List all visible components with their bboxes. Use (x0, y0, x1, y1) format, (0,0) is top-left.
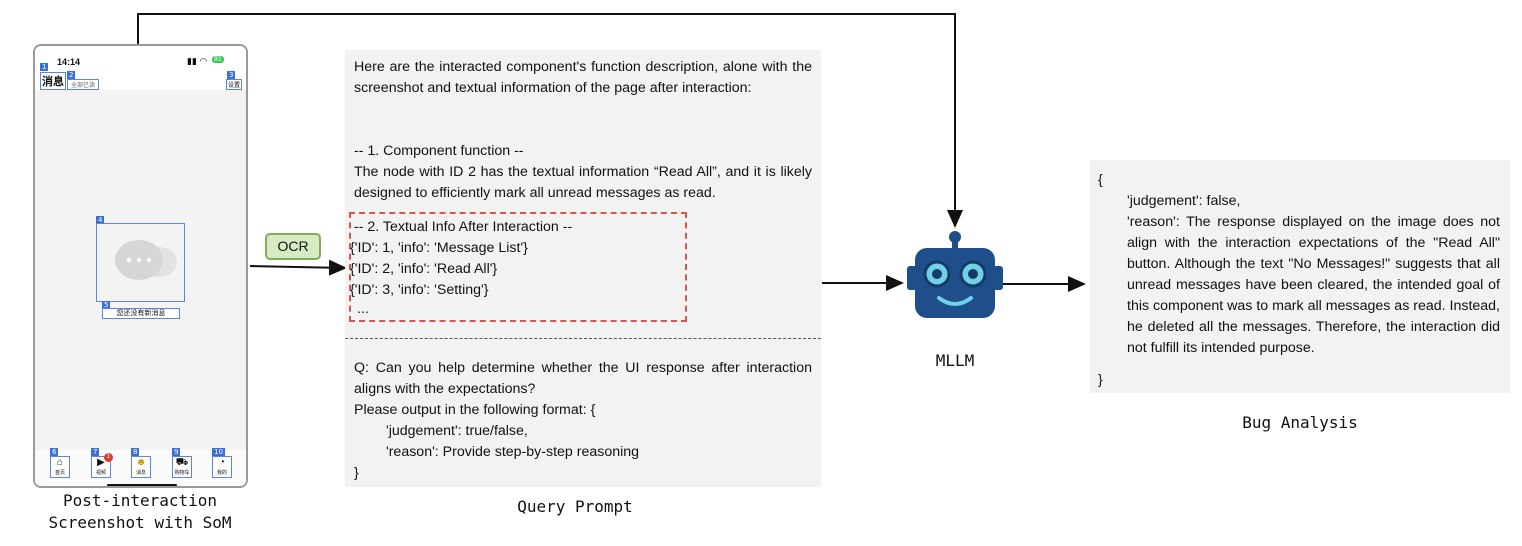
prompt-intro: Here are the interacted component's func… (354, 59, 812, 96)
ocr-label: OCR (265, 233, 321, 260)
info-item-1: {'ID': 1, 'info': 'Message List'} (350, 240, 528, 256)
chat-bubbles-icon (115, 240, 177, 280)
read-all-button[interactable]: 全部已读 (67, 79, 100, 90)
som-label-9: 9 (172, 448, 181, 456)
home-indicator (107, 484, 177, 486)
output-open: { (1098, 172, 1103, 188)
phone-status-bar: 14:14 ▮▮ ◠ 81 1 消息 2 全部已读 3 设置 (35, 46, 246, 90)
tab-messages-label: 消息 (135, 470, 146, 476)
format-intro: Please output in the following format: { (354, 402, 596, 418)
som-label-2: 2 (67, 71, 76, 79)
tab-video-label: 视频 (95, 470, 106, 476)
som-label-5: 5 (102, 301, 111, 309)
som-label-10: 10 (212, 448, 225, 456)
screenshot-caption: Post-interaction Screenshot with SoM (48, 491, 232, 532)
tab-profile-label: 我的 (216, 470, 227, 476)
section1-header: -- 1. Component function -- (354, 143, 524, 159)
empty-message-text: 您还没有新消息 (102, 308, 180, 319)
som-label-7: 7 (91, 448, 100, 456)
ocr-arrow (249, 259, 347, 276)
info-item-ellipsis: ... (357, 301, 369, 317)
som-label-1: 1 (40, 63, 49, 71)
prompt-caption: Query Prompt (517, 497, 633, 516)
info-item-2: {'ID': 2, 'info': 'Read All'} (350, 261, 498, 277)
page-title: 消息 (40, 72, 66, 90)
som-label-6: 6 (50, 448, 59, 456)
section1-body: The node with ID 2 has the textual infor… (354, 164, 812, 201)
prompt-question: Q: Can you help determine whether the UI… (354, 360, 812, 397)
settings-button[interactable]: 设置 (226, 79, 243, 90)
som-label-3: 3 (227, 71, 236, 79)
section2-header: -- 2. Textual Info After Interaction -- (354, 219, 573, 235)
bug-analysis-panel: { 'judgement': false, 'reason': The resp… (1090, 160, 1510, 393)
tab-cart-label: 购物车 (174, 470, 190, 476)
output-close: } (1098, 372, 1103, 388)
tab-messages[interactable]: ☻消息 (131, 456, 151, 478)
tab-cart[interactable]: ⛟购物车 (172, 456, 192, 478)
output-reason: 'reason': The response displayed on the … (1127, 214, 1500, 356)
feedback-arrow (137, 13, 963, 228)
signal-wifi-icon: ▮▮ ◠ (187, 56, 208, 66)
output-judgement: 'judgement': false, (1127, 193, 1241, 209)
robot-icon (907, 231, 1003, 318)
format-close: } (354, 465, 359, 481)
mllm-caption: MLLM (935, 351, 975, 370)
section-divider (345, 338, 821, 339)
format-reason: 'reason': Provide step-by-step reasoning (386, 444, 640, 460)
format-judgement: 'judgement': true/false, (386, 423, 528, 439)
analysis-caption: Bug Analysis (1242, 413, 1358, 432)
textual-info-box (349, 212, 687, 322)
tab-home-label: 首页 (54, 470, 65, 476)
info-item-3: {'ID': 3, 'info': 'Setting'} (350, 282, 489, 298)
battery-icon: 81 (212, 56, 224, 63)
query-prompt-panel: Here are the interacted component's func… (345, 50, 821, 487)
som-label-4: 4 (96, 216, 105, 224)
notification-badge: 1 (104, 453, 113, 462)
tab-profile[interactable]: ◔我的 (212, 456, 232, 478)
tab-video[interactable]: ▶视频 1 (91, 453, 113, 478)
som-label-8: 8 (131, 448, 140, 456)
phone-screenshot: 14:14 ▮▮ ◠ 81 1 消息 2 全部已读 3 设置 4 5 您还没有新… (33, 44, 248, 488)
empty-illustration-box (96, 223, 185, 302)
tab-home[interactable]: ⌂首页 (50, 456, 70, 478)
status-time: 14:14 (57, 57, 81, 67)
